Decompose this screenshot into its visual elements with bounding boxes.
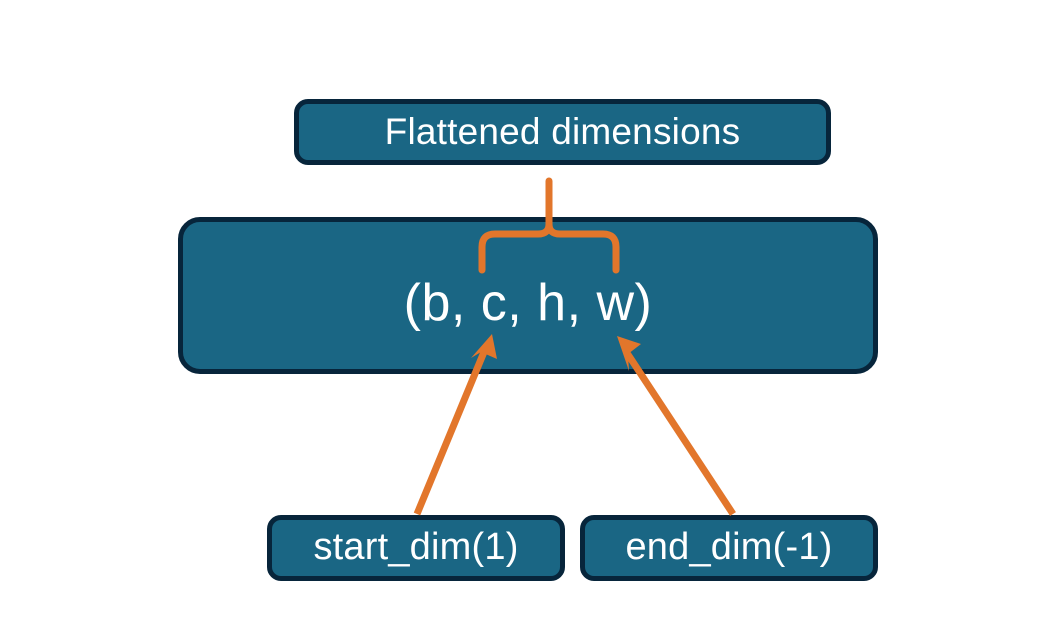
end-dim-label: end_dim(-1) bbox=[625, 526, 833, 569]
flattened-dimensions-box[interactable]: Flattened dimensions bbox=[294, 99, 831, 165]
end-dim-arrow-line bbox=[624, 351, 736, 516]
start-dim-label: start_dim(1) bbox=[313, 526, 519, 569]
tensor-shape-box[interactable]: (b, c, h, w) bbox=[178, 217, 878, 374]
start-dim-box[interactable]: start_dim(1) bbox=[267, 515, 565, 581]
start-dim-arrow-line bbox=[413, 350, 488, 516]
flattened-dimensions-label: Flattened dimensions bbox=[384, 110, 741, 152]
tensor-shape-label: (b, c, h, w) bbox=[403, 274, 653, 333]
end-dim-box[interactable]: end_dim(-1) bbox=[580, 515, 878, 581]
